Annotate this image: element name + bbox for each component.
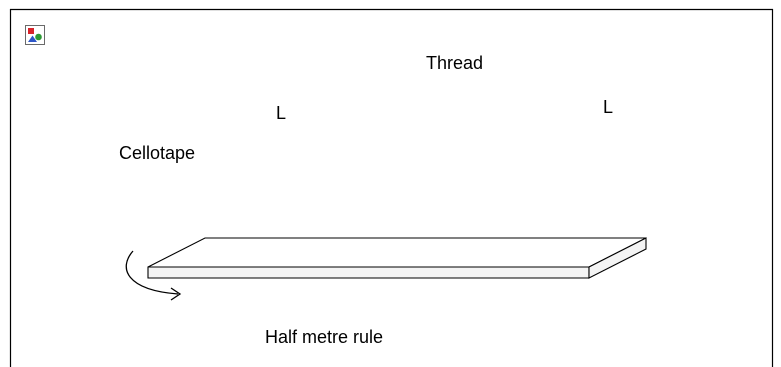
cellotape-label: Cellotape: [119, 143, 196, 163]
thread-label: Thread: [426, 53, 484, 73]
rotation-arrow-curve: [125, 250, 179, 295]
rotation-arrow: [125, 250, 182, 301]
length-label-right: L: [603, 97, 614, 117]
broken-image-icon: [25, 25, 45, 45]
rule-top-face: [147, 237, 647, 268]
rule-side-face: [588, 237, 647, 279]
rule-front-face: [147, 266, 590, 279]
length-label-left: L: [276, 103, 287, 123]
half-metre-rule-label: Half metre rule: [265, 327, 384, 347]
half-metre-rule: [147, 237, 647, 279]
rotation-arrow-head: [170, 287, 182, 301]
